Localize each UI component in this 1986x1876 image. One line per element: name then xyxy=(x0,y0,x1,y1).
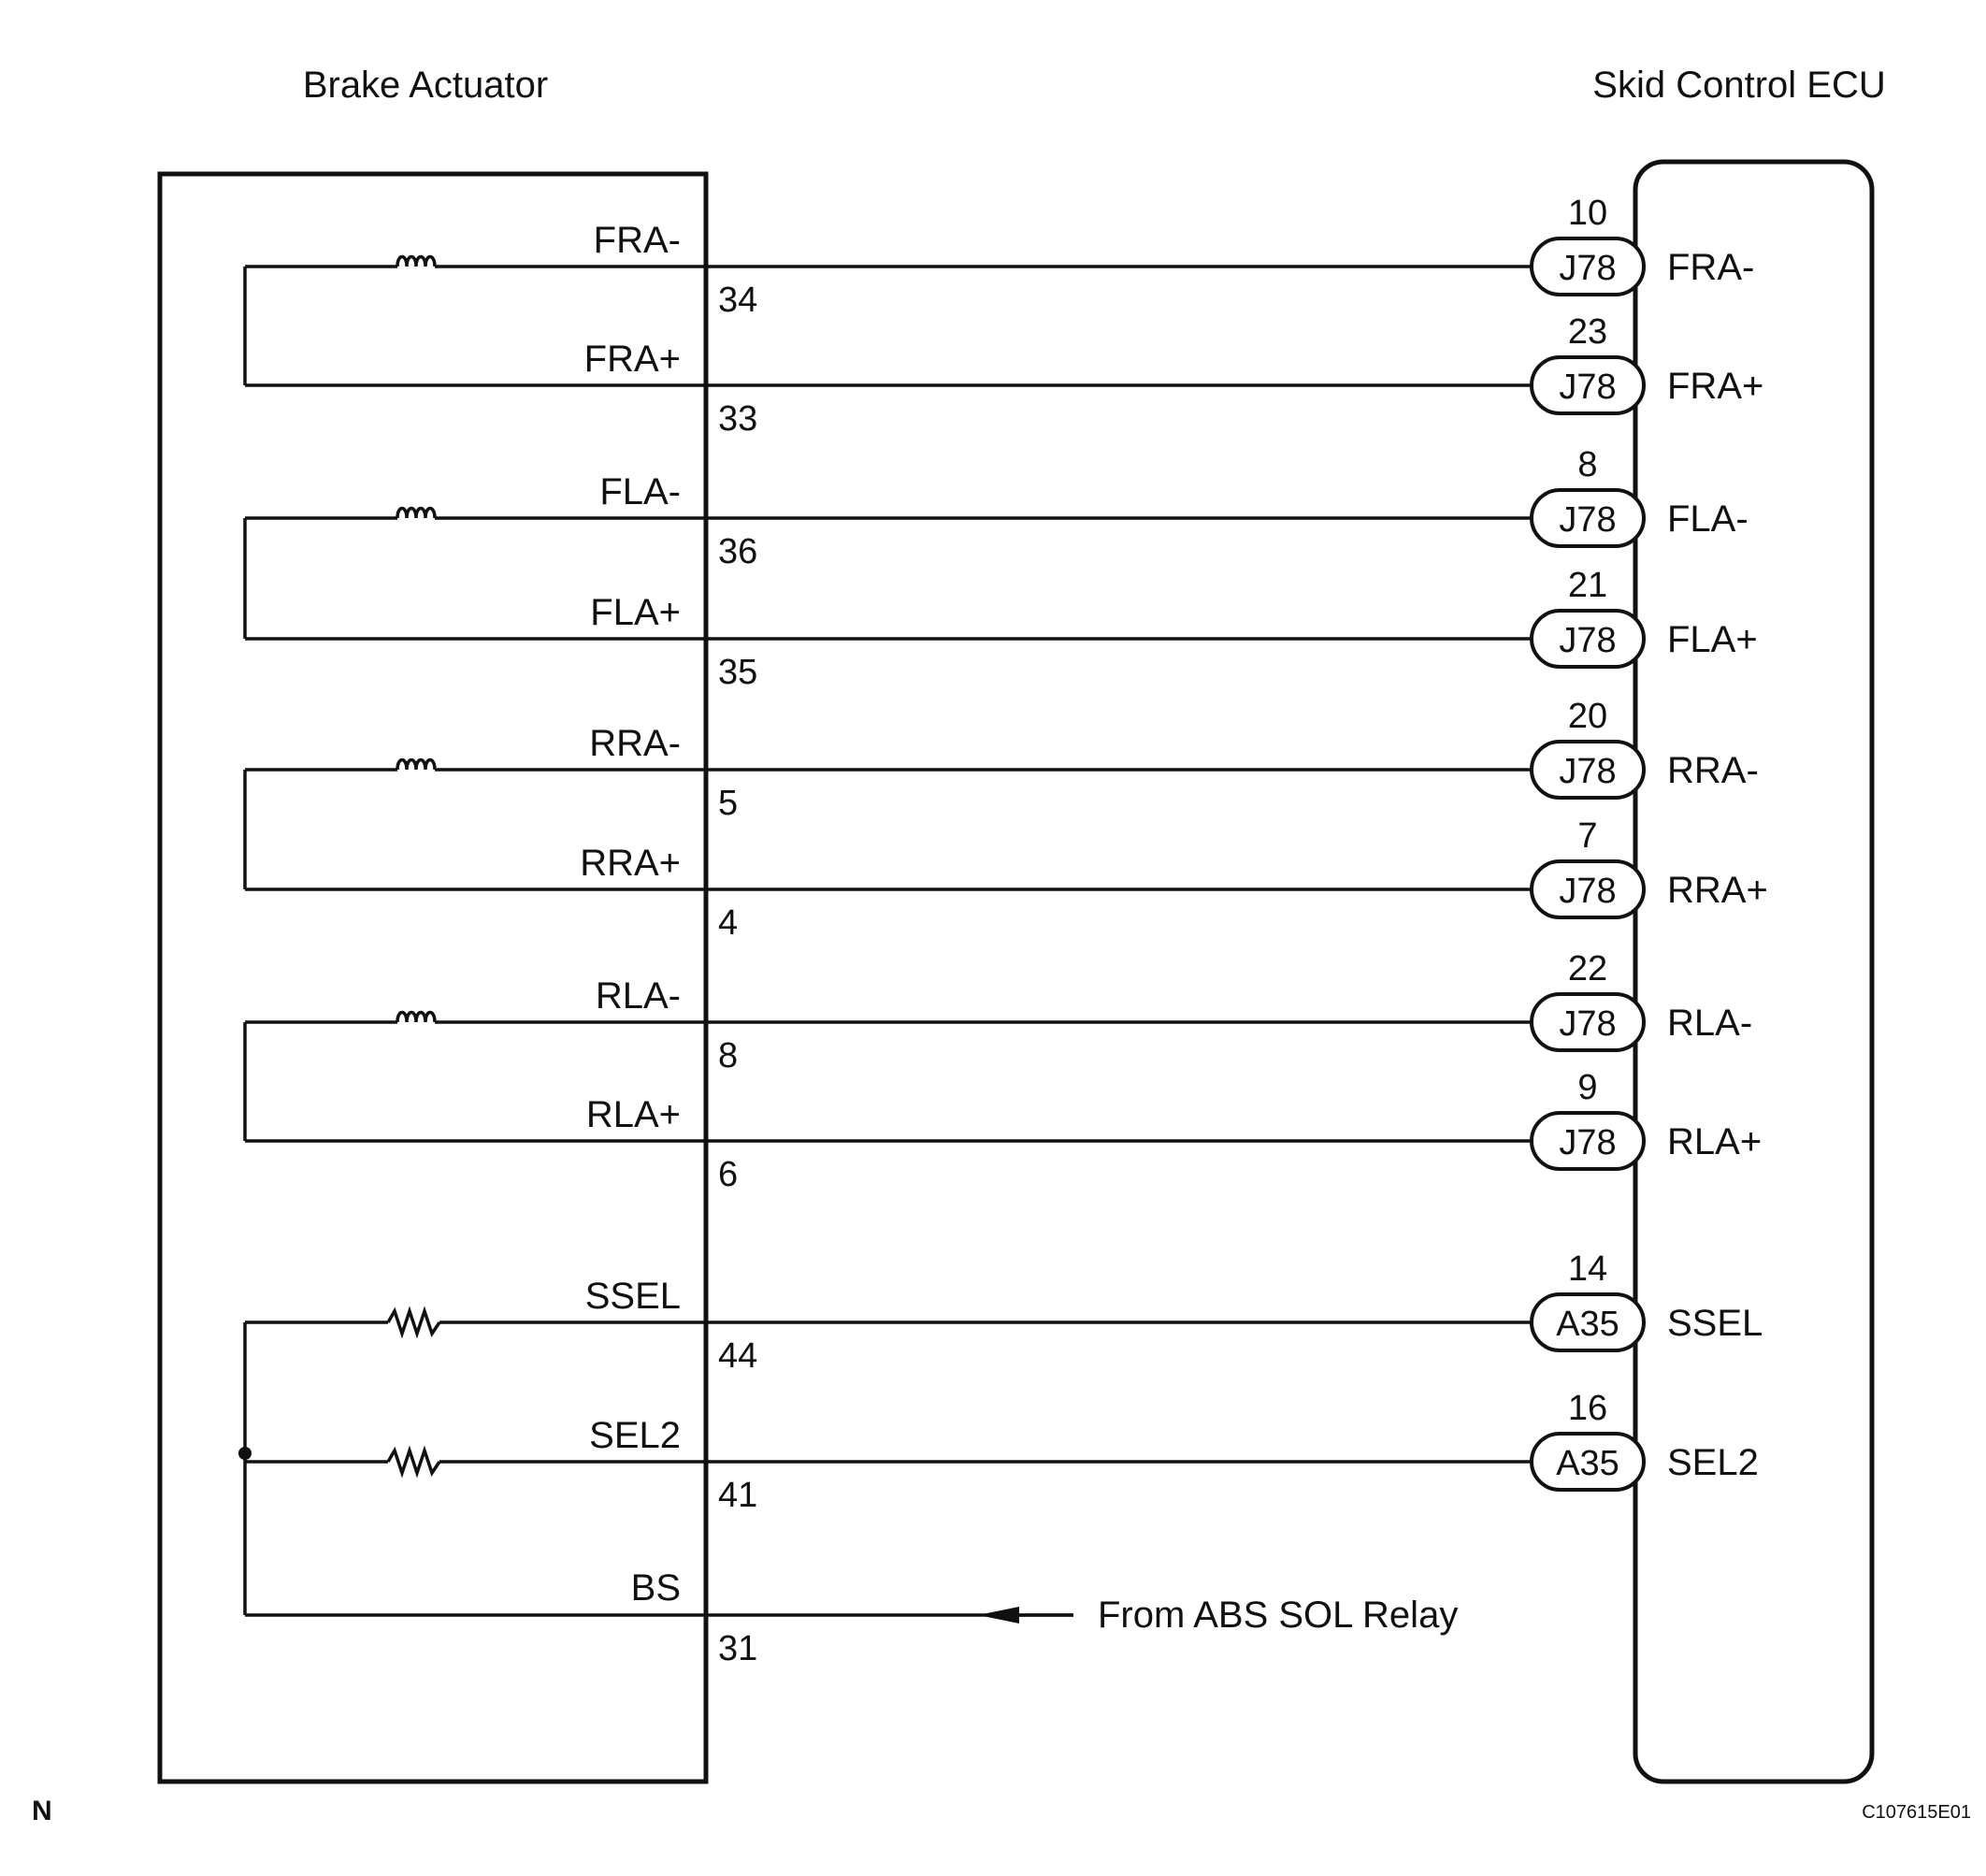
bs-source-label: From ABS SOL Relay xyxy=(1098,1595,1458,1636)
connector-pill xyxy=(1530,609,1646,669)
ecu-signal-label: SEL2 xyxy=(1667,1442,1759,1483)
ecu-pin-label: 14 xyxy=(1568,1249,1607,1289)
connector-pill xyxy=(1530,355,1646,415)
bs-pin-label: 31 xyxy=(718,1629,757,1668)
connector-label: J78 xyxy=(1559,500,1616,540)
connector-label: J78 xyxy=(1559,621,1616,660)
resistor-icon xyxy=(386,1306,441,1339)
figure-id: C107615E01 xyxy=(1862,1802,1971,1823)
skid-control-ecu-box xyxy=(1633,159,1875,1784)
ecu-pin-label: 10 xyxy=(1568,194,1607,233)
ecu-signal-label: FRA+ xyxy=(1667,366,1763,407)
ecu-pin-label: 22 xyxy=(1568,949,1607,989)
actuator-signal-label: FRA- xyxy=(594,220,681,261)
connector-label: J78 xyxy=(1559,1123,1616,1162)
actuator-signal-label: FLA- xyxy=(599,471,681,512)
resistor-icon xyxy=(386,1445,441,1479)
actuator-signal-label: FLA+ xyxy=(590,592,681,633)
ecu-signal-label: FLA- xyxy=(1667,498,1749,540)
connector-pill xyxy=(1530,859,1646,919)
actuator-pin-label: 5 xyxy=(718,784,738,823)
actuator-signal-label: FRA+ xyxy=(584,339,681,380)
actuator-pin-label: 34 xyxy=(718,281,757,320)
connector-pill xyxy=(1530,237,1646,296)
ecu-signal-label: FLA+ xyxy=(1667,619,1758,660)
connector-label: A35 xyxy=(1556,1305,1619,1344)
skid-control-ecu-title: Skid Control ECU xyxy=(1592,65,1885,106)
connector-label: J78 xyxy=(1559,1004,1616,1044)
corner-label: N xyxy=(32,1796,52,1826)
coil-icon xyxy=(396,1010,437,1023)
brake-actuator-box xyxy=(157,171,709,1784)
coil-icon xyxy=(396,758,437,771)
ecu-signal-label: RLA+ xyxy=(1667,1121,1762,1162)
connector-label: J78 xyxy=(1559,249,1616,288)
ecu-pin-label: 16 xyxy=(1568,1389,1607,1428)
bs-signal-label: BS xyxy=(631,1567,681,1609)
connector-pill xyxy=(1530,1292,1646,1352)
actuator-signal-label: RRA+ xyxy=(580,843,681,884)
connector-pill xyxy=(1530,488,1646,548)
bs-wire-group: BS 31 From ABS SOL Relay xyxy=(245,1567,1458,1668)
actuator-pin-label: 33 xyxy=(718,399,757,439)
ecu-pin-label: 20 xyxy=(1568,697,1607,736)
actuator-pin-label: 4 xyxy=(718,903,738,943)
ecu-pin-label: 8 xyxy=(1577,445,1597,484)
connector-label: J78 xyxy=(1559,368,1616,407)
coil-icon xyxy=(396,506,437,519)
actuator-signal-label: SEL2 xyxy=(589,1415,681,1456)
wire-group: FRA-34J7810FRA-FRA+33J7823FRA+FLA-36J788… xyxy=(245,194,1768,1515)
arrow-left-icon xyxy=(978,1607,1019,1623)
actuator-pin-label: 36 xyxy=(718,532,757,571)
ecu-pin-label: 21 xyxy=(1568,566,1607,605)
ecu-signal-label: RLA- xyxy=(1667,1003,1752,1044)
connector-label: A35 xyxy=(1556,1444,1619,1483)
connector-pill xyxy=(1530,1111,1646,1171)
connector-label: J78 xyxy=(1559,872,1616,911)
actuator-signal-label: RLA- xyxy=(596,975,681,1017)
ecu-pin-label: 23 xyxy=(1568,312,1607,352)
connector-pill xyxy=(1530,1432,1646,1492)
actuator-pin-label: 6 xyxy=(718,1155,738,1194)
actuator-pin-label: 41 xyxy=(718,1476,757,1515)
actuator-signal-label: RRA- xyxy=(589,723,681,764)
connector-pill xyxy=(1530,992,1646,1052)
actuator-signal-label: RLA+ xyxy=(586,1094,681,1135)
actuator-pin-label: 44 xyxy=(718,1336,757,1376)
coil-icon xyxy=(396,254,437,267)
ecu-signal-label: FRA- xyxy=(1667,247,1754,288)
junction-dot xyxy=(238,1447,252,1460)
actuator-signal-label: SSEL xyxy=(585,1276,681,1317)
actuator-pin-label: 35 xyxy=(718,653,757,692)
ecu-signal-label: SSEL xyxy=(1667,1303,1763,1344)
actuator-pin-label: 8 xyxy=(718,1036,738,1075)
ecu-signal-label: RRA- xyxy=(1667,750,1759,791)
ecu-signal-label: RRA+ xyxy=(1667,870,1768,911)
connector-label: J78 xyxy=(1559,752,1616,791)
ecu-pin-label: 7 xyxy=(1577,816,1597,856)
connector-pill xyxy=(1530,740,1646,800)
brake-actuator-title: Brake Actuator xyxy=(303,65,548,106)
ecu-pin-label: 9 xyxy=(1577,1068,1597,1107)
